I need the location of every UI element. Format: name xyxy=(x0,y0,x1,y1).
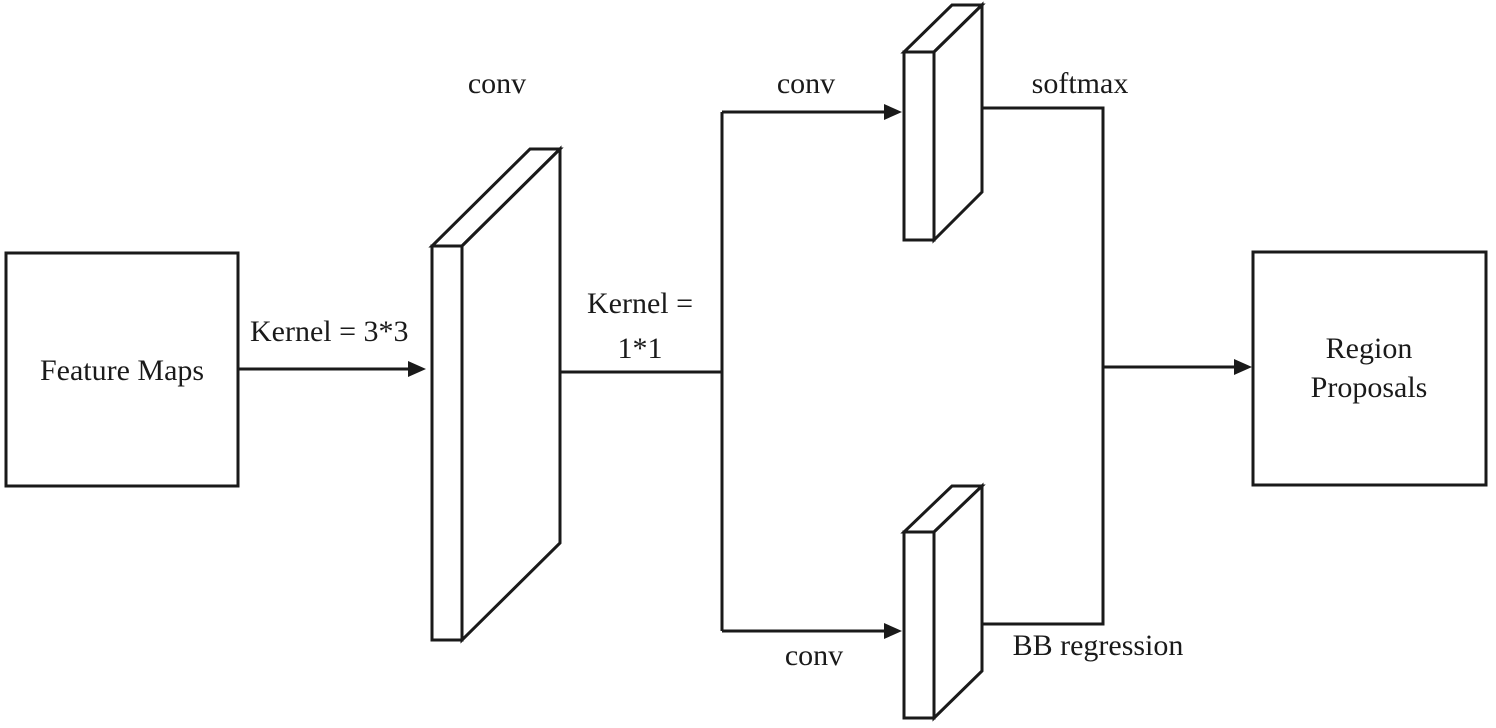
kernel-1x1-label-line2: 1*1 xyxy=(618,332,663,365)
feature-maps-label: Feature Maps xyxy=(40,354,204,387)
conv-block-bottom-front xyxy=(902,530,936,720)
conv-main-label: conv xyxy=(468,67,526,100)
region-proposals-label-line2: Proposals xyxy=(1311,371,1428,404)
arrowhead-to-region-proposals xyxy=(1234,359,1252,375)
region-proposals-label-line1: Region xyxy=(1326,332,1413,365)
conv-block-main xyxy=(428,145,564,644)
conv-block-bottom xyxy=(900,482,986,722)
conv-block-top xyxy=(900,1,986,244)
arrowhead-to-top-conv xyxy=(884,104,902,120)
conv-bottom-label: conv xyxy=(785,639,843,672)
merge-lines xyxy=(982,106,1105,626)
bb-regression-label: BB regression xyxy=(1013,629,1184,662)
conv-top-label: conv xyxy=(777,67,835,100)
softmax-label: softmax xyxy=(1032,67,1129,100)
feature-maps-box xyxy=(4,251,240,488)
kernel-1x1-label-line1: Kernel = xyxy=(587,287,693,320)
conv-block-main-front xyxy=(430,244,464,642)
conv-block-top-front xyxy=(902,50,936,242)
arrowhead-feature-to-conv xyxy=(408,361,426,377)
region-proposals-box xyxy=(1251,250,1488,487)
kernel-3x3-label: Kernel = 3*3 xyxy=(250,315,409,348)
arrowhead-to-bottom-conv xyxy=(884,623,902,639)
